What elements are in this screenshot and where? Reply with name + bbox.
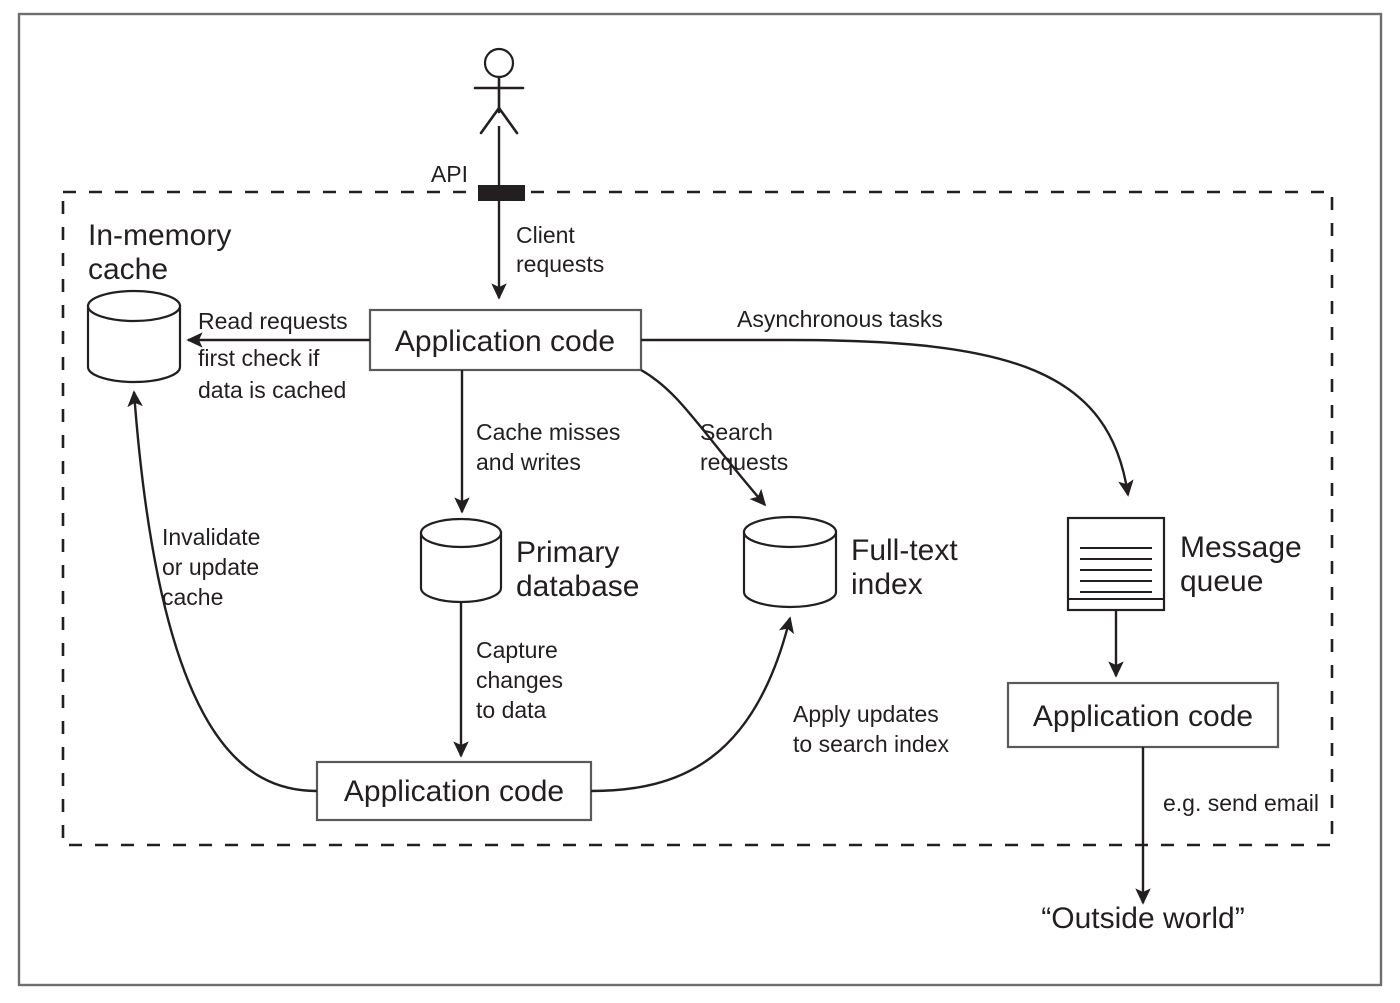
primary-database-label-line2: database — [516, 570, 639, 603]
application-code-cdc-box — [315, 760, 593, 822]
edge-label-search-requests-line2: requests — [700, 449, 788, 475]
edge-asynchronous-tasks — [641, 338, 1134, 497]
edge-apply-updates — [590, 616, 795, 793]
edge-label-client-requests-line2: requests — [516, 251, 604, 277]
application-code-worker-box — [1006, 681, 1280, 749]
full-text-index-cylinder — [742, 515, 838, 609]
in-memory-cache-label-line2: cache — [88, 253, 168, 286]
in-memory-cache-label-line1: In-memory — [88, 219, 231, 252]
edge-label-apply-updates-line2: to search index — [793, 731, 949, 757]
edge-label-invalidate-cache-line3: cache — [162, 584, 223, 610]
message-queue-box — [1066, 516, 1166, 612]
edge-search-requests — [640, 368, 767, 507]
edge-invalidate-cache — [127, 390, 318, 793]
edge-label-cache-misses-line2: and writes — [476, 449, 581, 475]
edge-label-send-email: e.g. send email — [1163, 790, 1319, 816]
primary-database-cylinder — [419, 517, 503, 604]
message-queue-label-line2: queue — [1180, 565, 1263, 598]
full-text-index-label-line2: index — [851, 568, 923, 601]
in-memory-cache-cylinder — [86, 289, 182, 384]
actor-stick-figure — [473, 47, 525, 135]
edge-label-invalidate-cache-line2: or update — [162, 554, 259, 580]
edge-label-invalidate-cache-line1: Invalidate — [162, 524, 260, 550]
application-code-main-box — [368, 308, 643, 372]
edge-label-client-requests-line1: Client — [516, 222, 575, 248]
full-text-index-label-line1: Full-text — [851, 534, 958, 567]
api-label: API — [431, 161, 468, 187]
application-code-worker-label: Application code — [1033, 700, 1253, 733]
outside-world-label: “Outside world” — [1041, 902, 1244, 935]
edge-label-cache-misses-line1: Cache misses — [476, 419, 620, 445]
edge-label-capture-changes-line3: to data — [476, 697, 547, 723]
edge-label-search-requests-line1: Search — [700, 419, 773, 445]
message-queue-label-line1: Message — [1180, 531, 1302, 564]
application-code-main-label: Application code — [395, 325, 615, 358]
primary-database-label-line1: Primary — [516, 536, 619, 569]
edge-label-capture-changes-line1: Capture — [476, 637, 558, 663]
edge-label-read-requests-line1: Read requests — [198, 308, 348, 334]
api-boundary-marker — [478, 185, 525, 201]
edge-label-asynchronous-tasks: Asynchronous tasks — [737, 306, 943, 332]
edge-label-read-requests-line2: first check if — [198, 345, 320, 371]
outer-frame — [17, 12, 1383, 987]
edge-label-apply-updates-line1: Apply updates — [793, 701, 939, 727]
system-boundary-dashed — [61, 190, 1334, 847]
application-code-cdc-label: Application code — [344, 775, 564, 808]
edge-label-capture-changes-line2: changes — [476, 667, 563, 693]
edge-label-read-requests-line3: data is cached — [198, 377, 346, 403]
